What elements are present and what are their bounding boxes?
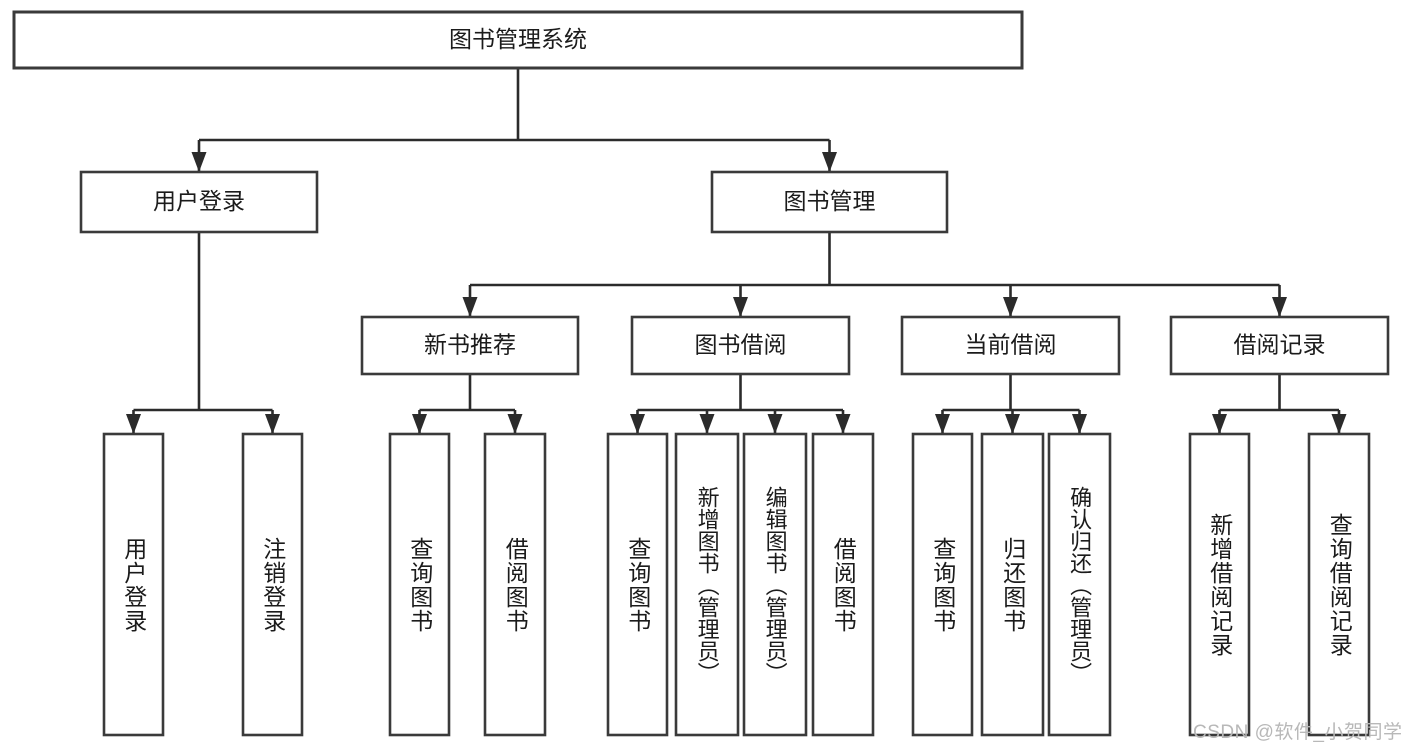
leaf-box-1-1-0[interactable]	[606, 432, 669, 737]
leaf-box-1-1-1[interactable]	[674, 432, 740, 737]
arrow-head-icon	[1212, 414, 1227, 434]
leaf-box-1-0-0[interactable]	[388, 432, 451, 737]
level1-label-1: 图书管理	[784, 188, 876, 214]
arrow-head-icon	[1005, 414, 1020, 434]
arrow-head-icon	[822, 152, 837, 172]
arrow-head-icon	[630, 414, 645, 434]
arrow-head-icon	[767, 414, 783, 434]
arrow-head-icon	[935, 414, 950, 434]
level2-box-1-0[interactable]	[360, 315, 580, 376]
leaf-box-1-2-2[interactable]	[1047, 432, 1112, 737]
level2-box-1-1[interactable]	[630, 315, 851, 376]
leaf-box-1-2-1[interactable]	[980, 432, 1045, 737]
node-boxes	[12, 10, 1390, 737]
level2-label-1-1: 图书借阅	[695, 332, 787, 358]
arrow-head-icon	[835, 414, 851, 434]
leaf-box-1-1-2[interactable]	[742, 432, 808, 737]
arrow-head-icon	[733, 297, 748, 317]
arrow-head-icon	[1272, 297, 1287, 317]
leaf-box-1-0-1[interactable]	[483, 432, 547, 737]
level1-box-1[interactable]	[710, 170, 949, 234]
level2-box-1-3[interactable]	[1169, 315, 1390, 376]
leaf-box-0-0[interactable]	[102, 432, 165, 737]
arrow-head-icon	[1331, 414, 1347, 434]
root-box[interactable]	[12, 10, 1024, 70]
level2-box-1-2[interactable]	[900, 315, 1121, 376]
arrow-head-icon	[699, 414, 715, 434]
leaf-box-0-1[interactable]	[241, 432, 304, 737]
leaf-box-1-3-1[interactable]	[1307, 432, 1371, 737]
arrow-head-icon	[191, 152, 207, 172]
level2-label-1-2: 当前借阅	[965, 332, 1057, 358]
connector-edges	[126, 68, 1347, 434]
root-label: 图书管理系统	[449, 26, 587, 52]
arrow-head-icon	[1003, 297, 1018, 317]
level2-label-1-0: 新书推荐	[424, 332, 516, 358]
arrow-head-icon	[126, 414, 141, 434]
watermark-text: CSDN @软件_小贺同学	[1193, 722, 1403, 743]
level1-box-0[interactable]	[79, 170, 319, 234]
leaf-box-1-1-3[interactable]	[811, 432, 875, 737]
level1-label-0: 用户登录	[153, 188, 245, 214]
leaf-box-1-3-0[interactable]	[1188, 432, 1251, 737]
arrow-head-icon	[507, 414, 523, 434]
level2-label-1-3: 借阅记录	[1234, 332, 1326, 358]
arrow-head-icon	[462, 297, 478, 317]
arrow-head-icon	[412, 414, 427, 434]
leaf-box-1-2-0[interactable]	[911, 432, 974, 737]
arrow-head-icon	[265, 414, 280, 434]
arrow-head-icon	[1072, 414, 1087, 434]
